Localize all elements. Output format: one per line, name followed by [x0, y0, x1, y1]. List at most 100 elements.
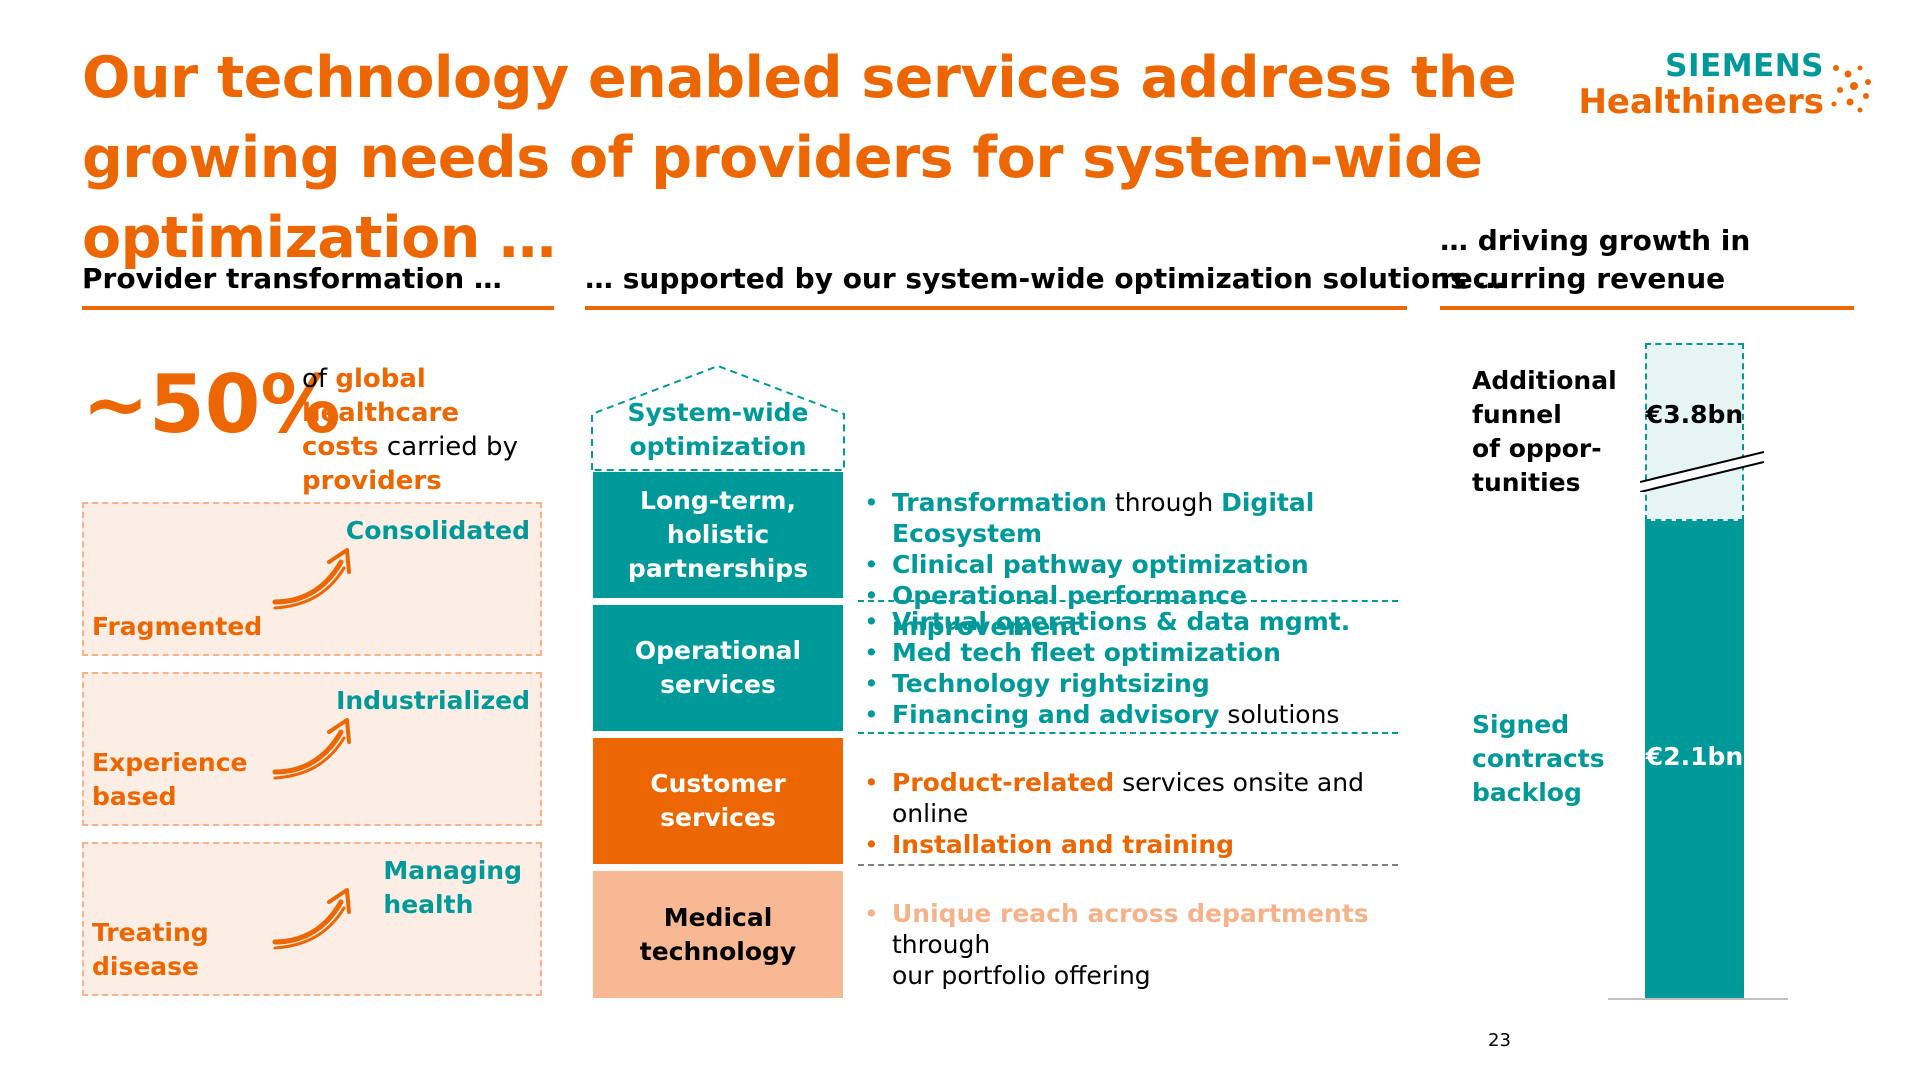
- bullet-text: services onsite and online: [892, 768, 1364, 828]
- tier-line1: Operational: [634, 636, 802, 665]
- bullet-text: Operational performance improvement: [892, 581, 1247, 641]
- right-header-rule: [1440, 306, 1854, 310]
- bullet-item: • Virtual operations & data mgmt.: [860, 606, 1400, 637]
- siemens-healthineers-logo: SIEMENS Healthineers: [1578, 48, 1894, 128]
- stat-text-5: providers: [302, 466, 442, 496]
- tier-line2: services: [660, 803, 776, 832]
- transformation-from: Experience based: [92, 746, 247, 814]
- bullet-text: Virtual operations & data mgmt.: [892, 607, 1351, 636]
- bullet-item: • Installation and training: [860, 829, 1400, 860]
- bullet-text: Transformation: [892, 488, 1107, 517]
- bullet-dot-icon: •: [864, 669, 879, 698]
- transformation-to: Managing health: [383, 854, 522, 922]
- bullet-dot-icon: •: [864, 899, 879, 928]
- transformation-to: Consolidated: [345, 516, 530, 545]
- tier-line1: Customer: [650, 769, 786, 798]
- page-number: 23: [1488, 1030, 1511, 1051]
- left-column-header: Provider transformation …: [82, 262, 502, 295]
- bullet-dot-icon: •: [864, 607, 879, 636]
- transformation-to-line2: health: [383, 890, 474, 919]
- bullets-partnerships: •Transformation through Digital Ecosyste…: [860, 487, 1400, 642]
- bullet-item: • Operational performance improvement: [860, 580, 1400, 642]
- backlog-label: Signed contracts backlog: [1472, 708, 1605, 810]
- backlog-value-label: €2.1bn: [1645, 742, 1744, 771]
- transformation-from-line1: Experience: [92, 748, 248, 777]
- middle-header-rule: [585, 306, 1407, 310]
- house-roof-outline: [591, 364, 845, 471]
- bullet-text: Unique reach across departments: [892, 899, 1369, 928]
- left-header-rule: [82, 306, 554, 310]
- bullet-dot-icon: •: [864, 550, 879, 579]
- funnel-label-line: tunities: [1472, 468, 1581, 497]
- house-label: System-wide optimization: [620, 396, 816, 464]
- stat-description: of global healthcare costs carried by pr…: [302, 362, 562, 498]
- bullet-text: Digital Ecosystem: [892, 488, 1315, 548]
- funnel-label-line: funnel: [1472, 400, 1562, 429]
- transformation-card: Industrialized Experience based: [82, 672, 542, 826]
- house-label-line1: System-wide: [627, 398, 809, 427]
- tier-line1: Long-term, holistic: [640, 486, 796, 549]
- transformation-from: Treating disease: [92, 916, 209, 984]
- logo-line1: SIEMENS: [1665, 48, 1824, 84]
- bullet-text: Financing and advisory: [892, 700, 1220, 729]
- bullet-item: • Financing and advisory solutions: [860, 699, 1400, 730]
- bullet-text: Installation and training: [892, 830, 1235, 859]
- bullets-customer: • Product-related services onsite and onl…: [860, 767, 1400, 860]
- curved-arrow-icon: [272, 888, 351, 950]
- middle-column-header: … supported by our system-wide optimizat…: [585, 262, 1505, 295]
- bullet-text: Med tech fleet optimization: [892, 638, 1281, 667]
- bullet-item: • Med tech fleet optimization: [860, 637, 1400, 668]
- bullet-dot-icon: •: [864, 830, 879, 859]
- bullet-item: •Transformation through Digital Ecosyste…: [860, 487, 1400, 549]
- right-header-line2: recurring revenue: [1440, 262, 1726, 295]
- funnel-label-line: Additional: [1472, 366, 1617, 395]
- bullet-text: solutions: [1219, 700, 1340, 729]
- stat-text-1: of: [302, 364, 336, 394]
- bullet-dot-icon: •: [864, 700, 879, 729]
- right-header-line1: … driving growth in: [1440, 224, 1751, 257]
- axis-break-icon: [1640, 451, 1764, 492]
- stat-text-3: costs: [302, 432, 379, 462]
- tier-customer-services: Customer services: [593, 738, 843, 864]
- bullets-operational: • Virtual operations & data mgmt. • Med te…: [860, 606, 1400, 730]
- bullet-item: • Clinical pathway optimization: [860, 549, 1400, 580]
- page-title: Our technology enabled services address …: [82, 45, 1516, 271]
- backlog-label-line: contracts: [1472, 744, 1605, 773]
- funnel-bar-segment: [1645, 343, 1744, 521]
- transformation-card: Consolidated Fragmented: [82, 502, 542, 656]
- stat-text-2: global healthcare: [302, 364, 459, 428]
- bullet-text: Technology rightsizing: [892, 669, 1210, 698]
- bullet-item: • Technology rightsizing: [860, 668, 1400, 699]
- transformation-from-line2: based: [92, 782, 177, 811]
- transformation-to: Industrialized: [336, 686, 530, 715]
- tier-line2: technology: [639, 936, 797, 966]
- bullet-dot-icon: •: [864, 488, 879, 517]
- backlog-label-line: Signed: [1472, 710, 1570, 739]
- bullet-text: our portfolio offering: [892, 961, 1151, 990]
- tier-line1: Medical: [663, 902, 773, 932]
- house-label-line2: optimization: [629, 432, 807, 461]
- divider-line: [858, 732, 1398, 734]
- bullet-item: •Product-related services onsite and onl…: [860, 767, 1400, 829]
- stat-text-4: carried by: [378, 432, 518, 462]
- curved-arrow-icon: [272, 718, 351, 780]
- transformation-from-line2: disease: [92, 952, 200, 981]
- logo-dots-icon: [1831, 65, 1871, 113]
- chart-baseline: [1608, 998, 1788, 1000]
- funnel-label-line: of oppor-: [1472, 434, 1602, 463]
- bullet-dot-icon: •: [864, 638, 879, 667]
- transformation-from: Fragmented: [92, 612, 263, 641]
- funnel-value-label: €3.8bn: [1645, 400, 1744, 429]
- funnel-label: Additional funnel of oppor- tunities: [1472, 364, 1617, 500]
- transformation-card: Managing health Treating disease: [82, 842, 542, 996]
- tier-line2: partnerships: [627, 554, 809, 583]
- logo-line2: Healthineers: [1578, 82, 1824, 122]
- bullets-medtech: •Unique reach across departments through…: [860, 898, 1400, 991]
- bullet-text: Product-related: [892, 768, 1115, 797]
- tier-partnerships: Long-term, holistic partnerships: [593, 472, 843, 598]
- bullet-item: •Unique reach across departments through…: [860, 898, 1400, 991]
- backlog-label-line: backlog: [1472, 778, 1582, 807]
- bullet-text: Clinical pathway optimization: [892, 550, 1309, 579]
- backlog-bar-segment: [1645, 521, 1744, 998]
